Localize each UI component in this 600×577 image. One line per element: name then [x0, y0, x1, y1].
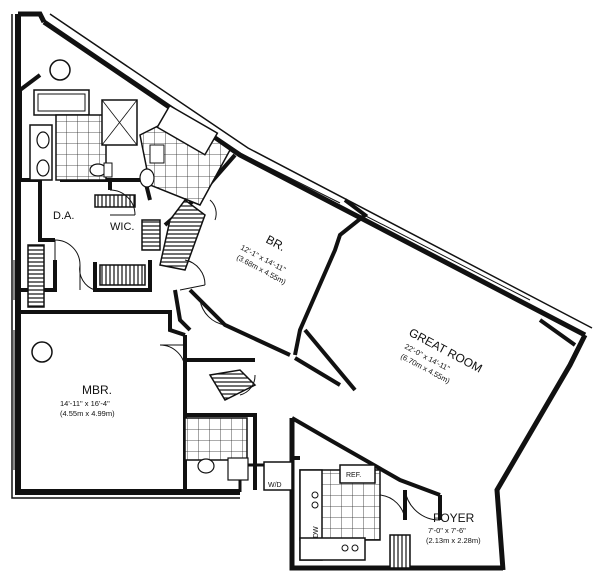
- powder-bath: [184, 417, 293, 491]
- door-swings: [54, 189, 441, 521]
- dressing-area-label: D.A.: [53, 210, 74, 222]
- closets: [27, 194, 411, 569]
- refrigerator-label: REF.: [346, 472, 361, 479]
- mbr-round-feature: [31, 341, 53, 363]
- wic-label: WIC.: [110, 221, 134, 233]
- foyer-dimensions: 7'-0" x 7'-6": [428, 526, 466, 535]
- bedroom-label: BR.: [264, 232, 288, 254]
- bedroom-bath: [139, 104, 231, 206]
- dishwasher-label: DW: [313, 526, 320, 538]
- windows: [13, 157, 531, 470]
- master-bath: [29, 59, 138, 181]
- kitchen: [299, 464, 381, 561]
- mbr-label: MBR.: [82, 383, 112, 397]
- washer-dryer-label: W/D: [268, 482, 282, 489]
- foyer-label: FOYER: [433, 511, 475, 525]
- mbr-dimensions-metric: (4.55m x 4.99m): [60, 409, 115, 418]
- foyer-dimensions-metric: (2.13m x 2.28m): [426, 536, 481, 545]
- mbr-dimensions: 14'-11" x 16'-4": [60, 399, 110, 408]
